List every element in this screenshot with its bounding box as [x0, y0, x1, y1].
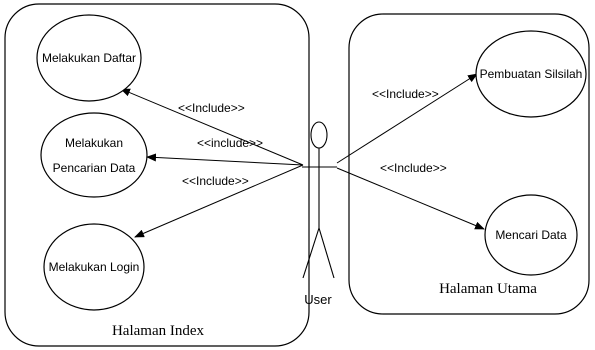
actor-stick-figure-icon [302, 121, 337, 279]
association-daftar [120, 88, 304, 166]
actor-label: User [304, 292, 332, 307]
use-case-label: Melakukan Daftar [42, 51, 136, 65]
boundary-halaman-index: Halaman Index [4, 3, 310, 347]
use-case-pembuatan-silsilah: Pembuatan Silsilah [475, 30, 587, 118]
use-case-label: Pembuatan Silsilah [480, 67, 583, 81]
use-case-label: Melakukan Login [49, 260, 140, 274]
use-case-label-line-2: Pencarian Data [53, 161, 136, 175]
boundary-halaman-utama: Halaman Utama [348, 13, 590, 315]
association-mencari [336, 167, 485, 230]
use-case-label: Mencari Data [495, 228, 567, 242]
boundary-label-halaman-utama: Halaman Utama [439, 281, 537, 297]
include-label-login: <<Include>> [182, 174, 249, 188]
use-case-melakukan-login: Melakukan Login [43, 223, 145, 311]
use-case-mencari-data: Mencari Data [484, 194, 578, 276]
association-pencarian [146, 153, 304, 166]
association-login [134, 164, 304, 238]
use-case-label-line-1: Melakukan [65, 136, 123, 150]
associations: <<Include>> <<include>> <<Include>> <<In… [120, 73, 485, 238]
use-case-melakukan-pencarian-data: Melakukan Pencarian Data [40, 112, 148, 198]
include-label-daftar: <<Include>> [178, 101, 245, 115]
association-silsilah [336, 73, 478, 164]
include-label-silsilah: <<Include>> [372, 87, 439, 101]
use-case-melakukan-daftar: Melakukan Daftar [36, 14, 142, 102]
include-label-pencarian: <<include>> [197, 136, 263, 150]
boundary-label-halaman-index: Halaman Index [112, 323, 205, 339]
include-label-mencari: <<Include>> [380, 161, 447, 175]
actor-user: User [302, 121, 337, 307]
